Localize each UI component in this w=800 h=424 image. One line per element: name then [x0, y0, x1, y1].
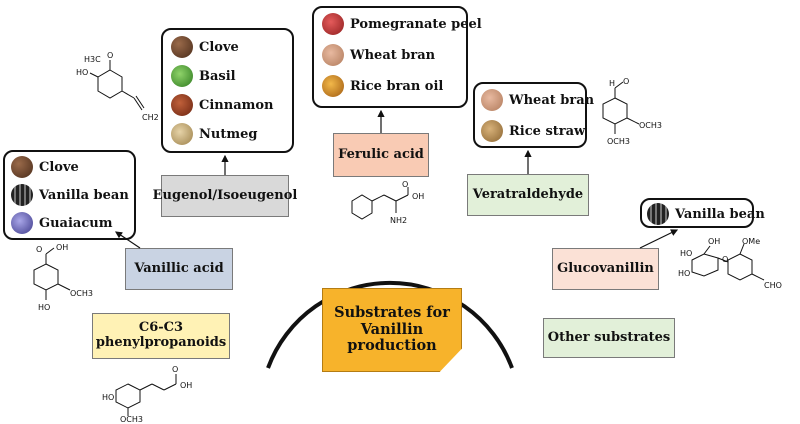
ferulic-acid-structure: O OH HO OCH3: [102, 365, 192, 424]
ferulic-acid-box: Ferulic acid: [333, 133, 429, 177]
basil-icon: [171, 65, 193, 87]
arrow-vanillic: [115, 231, 141, 249]
van-ho-label: HO: [38, 303, 50, 312]
source-rice-straw: Rice straw: [481, 120, 585, 142]
c6c3-label: C6-C3: [138, 320, 184, 336]
source-vanilla-bean: Vanilla bean: [11, 184, 129, 206]
arrow-glucovanillin: [639, 229, 679, 249]
source-wheat-bran: Wheat bran: [322, 44, 435, 66]
c6c3-phenylpropanoids-box: C6-C3 phenylpropanoids: [92, 313, 230, 359]
ver-h-label: H: [609, 79, 615, 88]
rice-bran-oil-icon: [322, 75, 344, 97]
van-oh-label: OH: [56, 243, 68, 252]
source-clove-2-label: Clove: [39, 159, 79, 175]
fer-och3-label: OCH3: [120, 415, 143, 424]
glucovanillin-sources-box: Vanilla bean: [640, 198, 765, 228]
wheat-bran-icon: [481, 89, 503, 111]
phenylalanine-structure: O OH NH2: [351, 180, 424, 225]
source-pomegranate-peel: Pomegranate peel: [322, 13, 482, 35]
source-guaiacum: Guaiacum: [11, 212, 112, 234]
source-cinnamon-label: Cinnamon: [199, 97, 274, 113]
source-vanilla-bean-label: Vanilla bean: [39, 187, 129, 203]
rice-straw-icon: [481, 120, 503, 142]
phe-o-label: O: [402, 180, 408, 189]
van-o-label: O: [36, 245, 42, 254]
glucovanillin-label: Glucovanillin: [557, 260, 654, 276]
source-cinnamon: Cinnamon: [171, 94, 274, 116]
source-rice-straw-label: Rice straw: [509, 123, 586, 139]
glu-cho-label: CHO: [764, 281, 782, 290]
center-label-line3: production: [347, 337, 437, 355]
veratraldehyde-structure: H O OCH3 OCH3: [602, 77, 662, 146]
source-basil: Basil: [171, 65, 236, 87]
glu-oh-label: OH: [708, 237, 720, 246]
nutmeg-icon: [171, 123, 193, 145]
veratraldehyde-label: Veratraldehyde: [472, 186, 584, 202]
veratraldehyde-box: Veratraldehyde: [467, 174, 589, 216]
guaiacum-icon: [11, 212, 33, 234]
center-label: Substrates for Vanillin production: [322, 288, 462, 372]
eugenol-isoeugenol-box: Eugenol/Isoeugenol: [153, 175, 297, 217]
eugenol-ch2-label: CH2: [142, 113, 159, 122]
other-substrates-label: Other substrates: [547, 329, 671, 345]
ferulic-acid-label: Ferulic acid: [338, 146, 424, 162]
center-label-line2: Vanillin: [360, 320, 424, 338]
vanillic-acid-structure: OH O OCH3 HO: [33, 243, 93, 312]
glu-o-label: O: [722, 255, 728, 264]
fer-ho-label: HO: [102, 393, 114, 402]
vanillic-acid-box: Vanillic acid: [125, 248, 233, 290]
glucovanillin-box: Glucovanillin: [552, 248, 659, 290]
wheat-bran-icon: [322, 44, 344, 66]
phe-oh-label: OH: [412, 192, 424, 201]
source-rice-bran-oil: Rice bran oil: [322, 75, 443, 97]
glu-ho1-label: HO: [680, 249, 692, 258]
veratraldehyde-sources-box: Wheat bran Rice straw: [473, 82, 594, 148]
cinnamon-icon: [171, 94, 193, 116]
eugenol-structure: H3C O HO CH2: [76, 51, 159, 122]
fer-oh-label: OH: [180, 381, 192, 390]
source-wheat-bran-label: Wheat bran: [350, 47, 436, 63]
other-substrates-box: Other substrates: [543, 318, 675, 358]
source-wheat-bran-2-label: Wheat bran: [509, 92, 595, 108]
van-och3-label: OCH3: [70, 289, 93, 298]
center-label-line1: Substrates for: [334, 303, 450, 321]
source-nutmeg-label: Nutmeg: [199, 126, 258, 142]
source-vanilla-bean-2-label: Vanilla bean: [675, 206, 765, 222]
eugenol-o-label: O: [107, 51, 113, 60]
source-basil-label: Basil: [199, 68, 236, 84]
source-clove: Clove: [171, 36, 239, 58]
source-clove-2: Clove: [11, 156, 79, 178]
source-vanilla-bean-2: Vanilla bean: [647, 203, 765, 225]
source-rice-bran-oil-label: Rice bran oil: [350, 78, 444, 94]
glu-ho2-label: HO: [678, 269, 690, 278]
glu-ome-label: OMe: [742, 237, 760, 246]
ver-och3-b-label: OCH3: [607, 137, 630, 146]
ferulic-sources-box: Pomegranate peel Wheat bran Rice bran oi…: [312, 6, 482, 108]
vanillic-acid-label: Vanillic acid: [134, 260, 224, 276]
source-nutmeg: Nutmeg: [171, 123, 257, 145]
ver-och3-a-label: OCH3: [639, 121, 662, 130]
source-guaiacum-label: Guaiacum: [39, 215, 113, 231]
pomegranate-peel-icon: [322, 13, 344, 35]
vanilla-bean-icon: [11, 184, 33, 206]
source-pomegranate-peel-label: Pomegranate peel: [350, 16, 482, 32]
eugenol-sources-box: Clove Basil Cinnamon Nutmeg: [161, 28, 294, 153]
source-clove-label: Clove: [199, 39, 239, 55]
phe-nh2-label: NH2: [390, 216, 407, 225]
vanilla-bean-icon: [647, 203, 669, 225]
glucovanillin-structure: OMe OH HO HO O CHO: [678, 237, 782, 290]
phenylpropanoids-label: phenylpropanoids: [95, 335, 227, 350]
eugenol-methoxy-label: H3C: [84, 55, 101, 64]
vanillic-sources-box: Clove Vanilla bean Guaiacum: [3, 150, 136, 240]
fer-o-label: O: [172, 365, 178, 374]
source-wheat-bran-2: Wheat bran: [481, 89, 594, 111]
eugenol-ho-label: HO: [76, 68, 88, 77]
eugenol-isoeugenol-label: Eugenol/Isoeugenol: [152, 187, 298, 203]
ver-o-label: O: [623, 77, 629, 86]
clove-icon: [171, 36, 193, 58]
clove-icon: [11, 156, 33, 178]
